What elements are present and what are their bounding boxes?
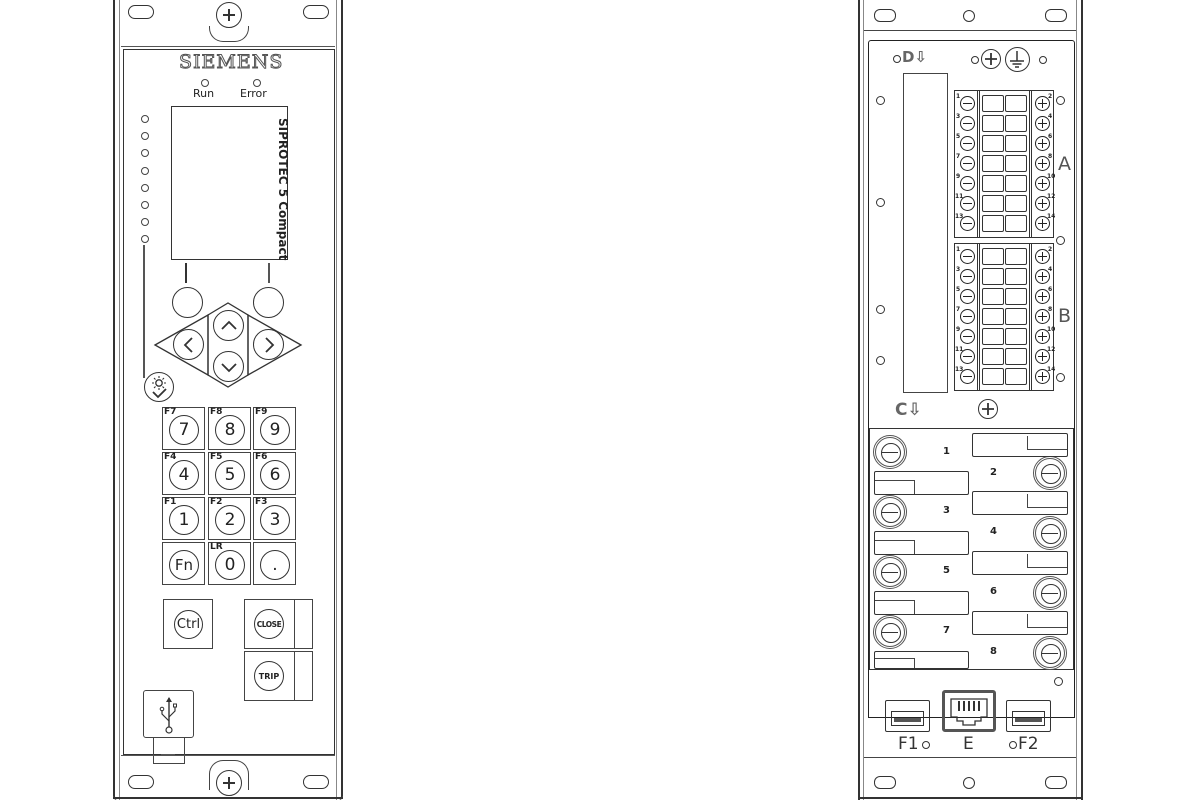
terminal-number: 3 [943,505,950,516]
trip-button[interactable]: TRIP [244,651,313,701]
terminal-screw-7 [873,615,907,649]
port-f1-sfp[interactable] [885,700,930,732]
port-f2-sfp[interactable] [1006,700,1051,732]
screw-bottom-icon [216,770,242,796]
terminal-number: 7 [943,625,950,636]
screw-icon [978,399,998,419]
front-frame [113,0,343,800]
error-led [253,79,261,87]
terminal-number: 4 [990,526,997,537]
screw-icon [981,49,1001,69]
terminal-block-b-label: B [1058,305,1072,327]
terminal-screw-6 [1033,576,1067,610]
usb-icon [159,697,177,734]
slot-d-cover [903,73,948,393]
ctrl-label: Ctrl [176,617,201,632]
protective-earth-icon [1005,47,1030,72]
screw-top-icon [216,2,242,28]
terminal-number: 2 [990,467,997,478]
error-label: Error [240,87,267,100]
side-led-2 [141,132,149,140]
terminal-block-a-label: A [1058,153,1071,175]
mount-slot-top-left [128,5,154,19]
nav-up-button[interactable] [213,310,244,341]
rear-mount-slot-bottom-right [1045,776,1067,789]
led-label-strip [143,245,145,378]
rear-mount-slot-top-left [874,9,896,22]
terminal-screw-2 [1033,456,1067,490]
led-reset-button[interactable] [144,372,174,402]
nav-down-button[interactable] [213,351,244,382]
rear-inner-panel [868,40,1075,718]
slot-d-label: D⇩ [902,48,928,66]
mount-slot-bottom-left [128,775,154,789]
run-label: Run [193,87,215,100]
terminal-screw-1 [873,435,907,469]
terminal-number: 6 [990,586,997,597]
side-led-5 [141,184,149,192]
side-led-7 [141,218,149,226]
terminal-screw-4 [1033,516,1067,550]
terminal-screw-8 [1033,636,1067,670]
usb-port-cover[interactable] [143,690,194,738]
terminal-number: 8 [990,646,997,657]
current-terminal-module: 1 2 3 4 5 6 7 8 [869,428,1074,670]
slot-c-label: C⇩ [895,400,922,420]
terminal-screw-5 [873,555,907,589]
terminal-number: 1 [943,446,950,457]
side-led-4 [141,167,149,175]
nav-right-button[interactable] [253,329,284,360]
port-e-label: E [963,734,974,754]
run-led [201,79,209,87]
front-panel: SIEMENS Run Error SIPROTEC 5 Compact [113,0,343,800]
nav-left-button[interactable] [173,329,204,360]
front-inner-panel [123,49,335,755]
usb-cover-tab[interactable] [153,738,185,764]
softkey-right-button[interactable] [253,287,284,318]
key-fn[interactable]: Fn [162,542,205,585]
mount-slot-bottom-right [303,775,329,789]
trip-label: TRIP [258,671,280,681]
side-led-1 [141,115,149,123]
port-f1-label: F1 [898,734,919,754]
softkey-left-button[interactable] [172,287,203,318]
close-button[interactable]: CLOSE [244,599,313,649]
product-name: SIPROTEC 5 Compact [276,118,290,261]
rear-mount-hole-bottom [963,777,975,789]
rear-mount-slot-top-right [1045,9,1067,22]
key-dot[interactable]: . [253,542,296,585]
rear-mount-slot-bottom-left [874,776,896,789]
side-led-8 [141,235,149,243]
led-reset-check-icon [152,376,167,399]
close-label: CLOSE [256,619,282,629]
ctrl-button[interactable]: Ctrl [163,599,213,649]
rear-mount-hole-top [963,10,975,22]
side-led-6 [141,201,149,209]
port-e-rj45[interactable] [942,690,996,732]
mount-slot-top-right [303,5,329,19]
terminal-number: 5 [943,565,950,576]
lcd-display [171,106,288,260]
terminal-screw-3 [873,495,907,529]
brand-logo: SIEMENS [178,51,284,74]
port-f2-label: F2 [1018,734,1039,754]
side-led-3 [141,149,149,157]
